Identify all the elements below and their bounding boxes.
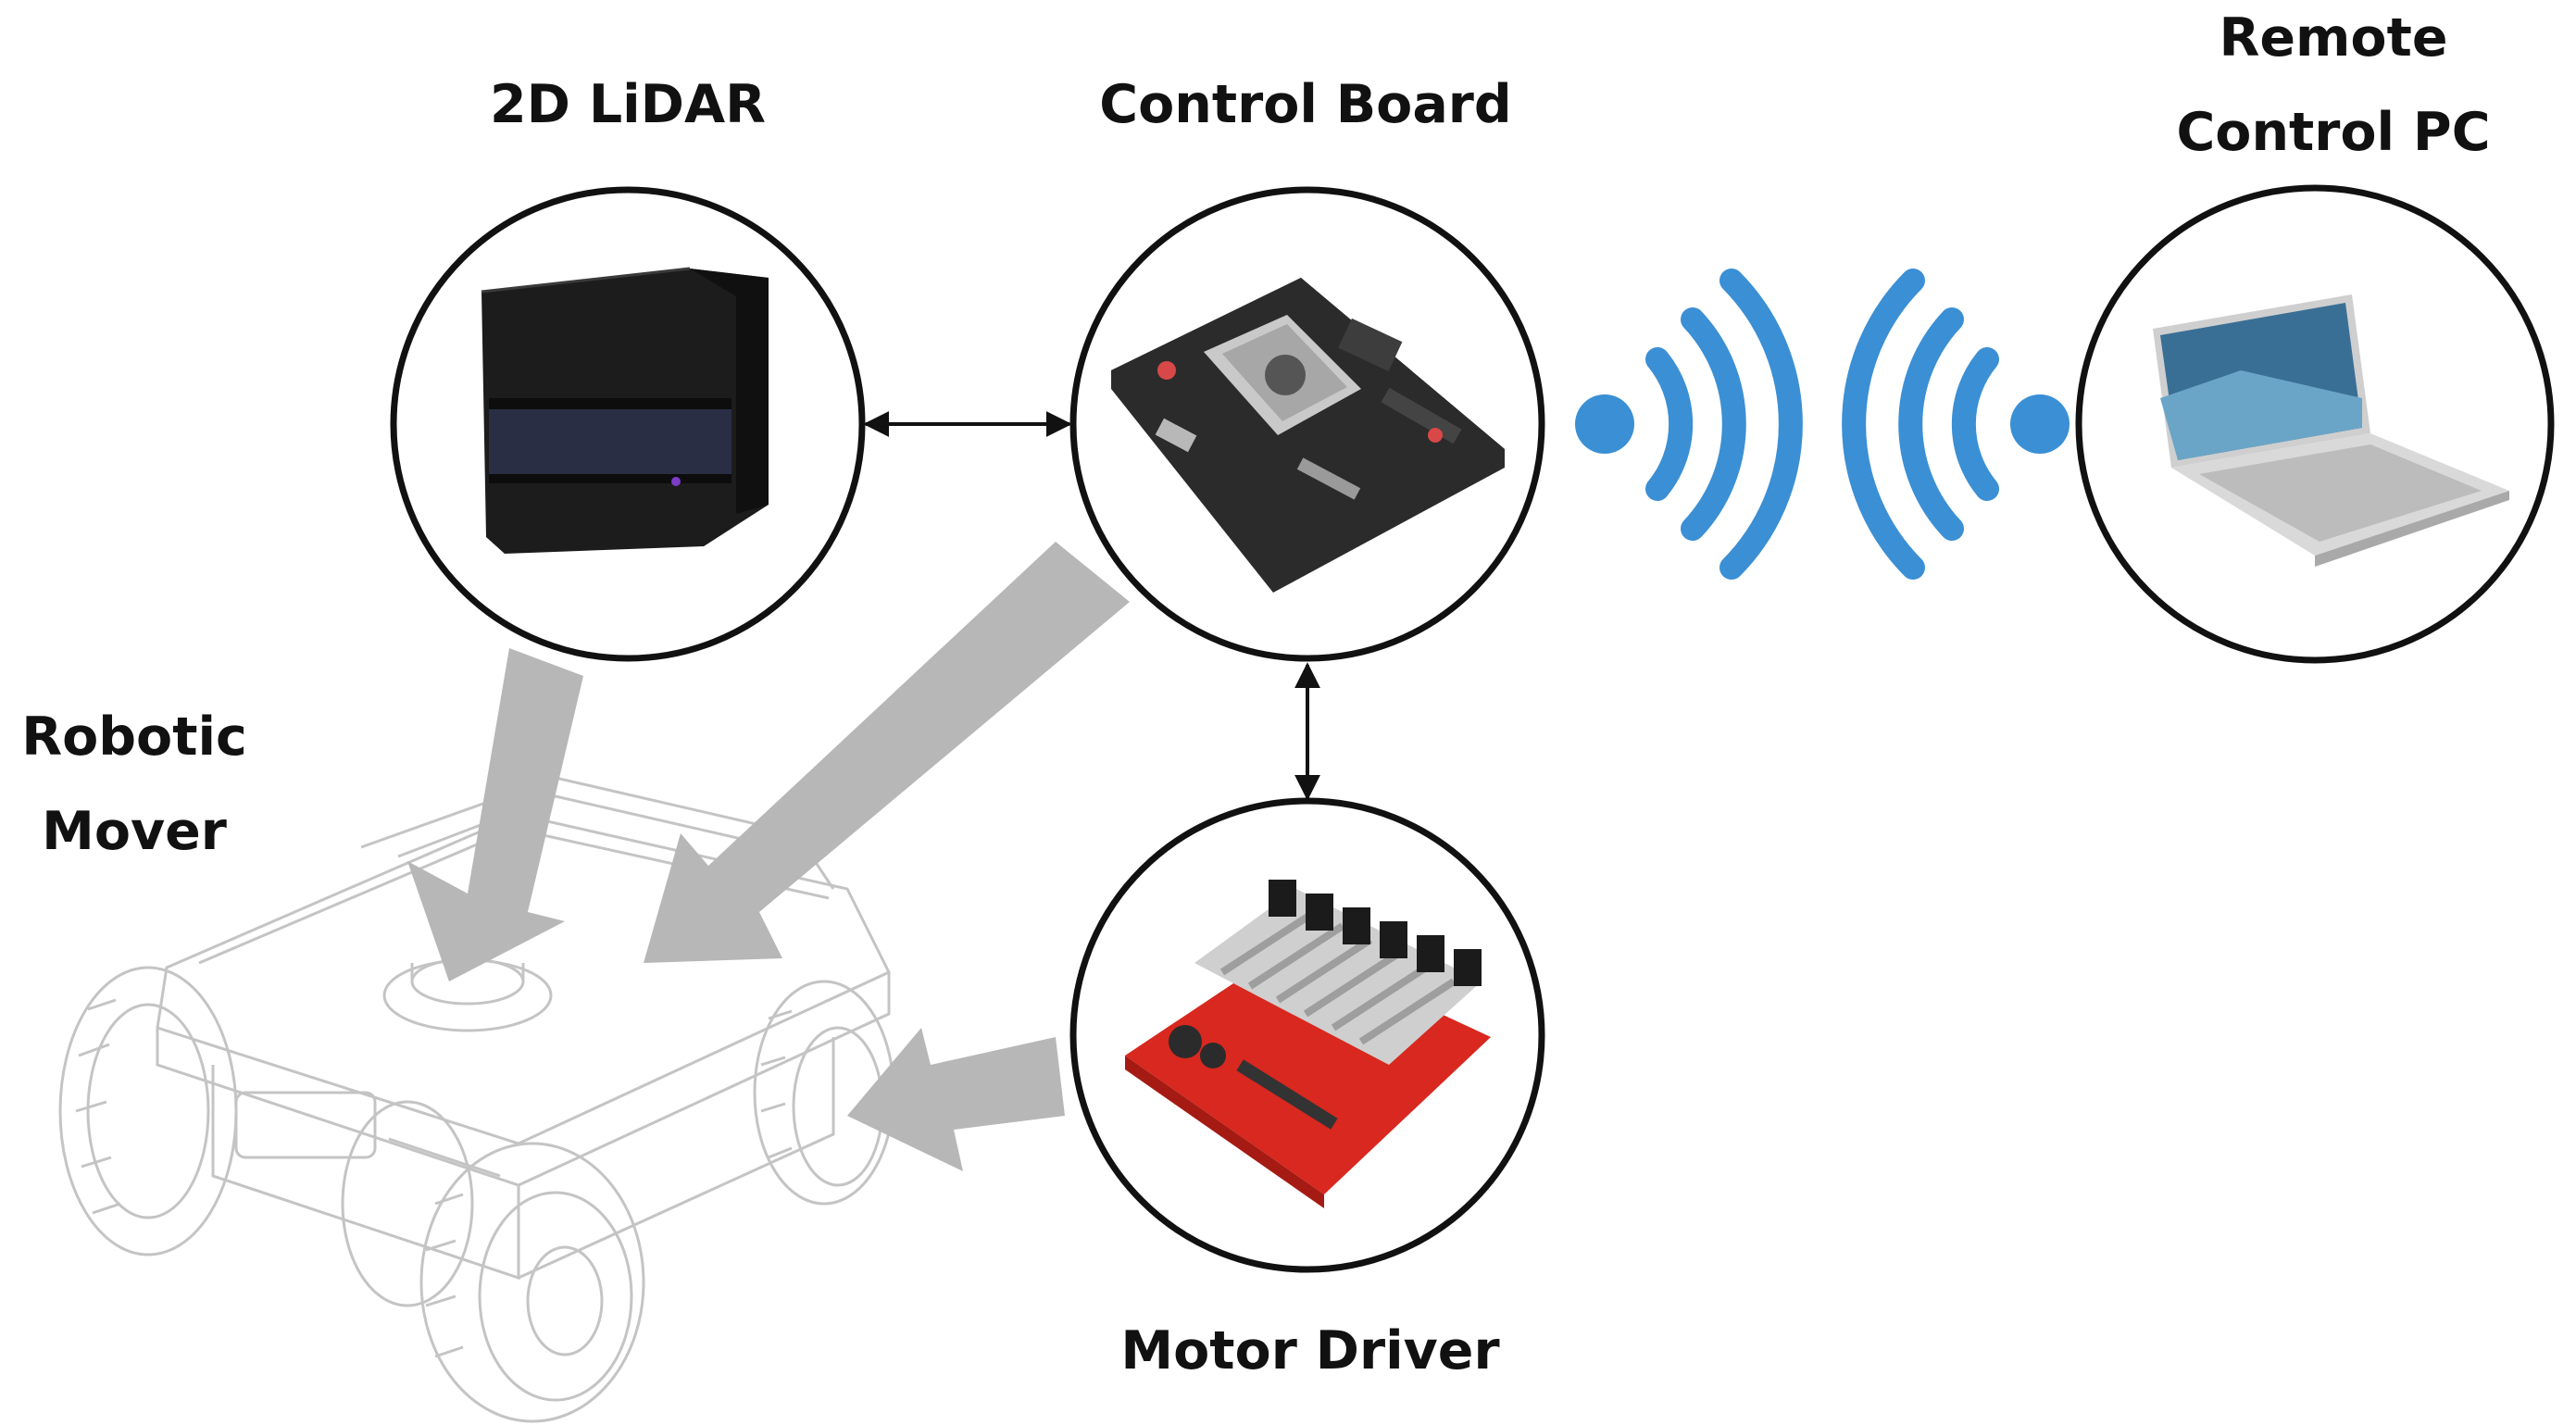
wireless-signal-icon [1575,269,2070,580]
lidar-sensor-icon [481,267,769,554]
motor-driver-board-icon [1125,880,1491,1208]
label-control-board: Control Board [1099,74,1511,135]
lidar-node [390,186,866,662]
control-board-node [1069,186,1545,662]
circuit-board-icon [1111,278,1505,593]
label-robotic-line1: Robotic [21,706,247,768]
label-remote-line2: Control PC [2176,102,2490,163]
laptop-icon [2153,294,2509,567]
label-lidar: 2D LiDAR [490,74,766,135]
motor-driver-node [1069,797,1545,1273]
arrow-driver-to-wheel [847,1028,1065,1171]
arrow-board-to-mover [644,542,1130,963]
robotic-mover-drawing [58,776,895,1423]
label-remote-line1: Remote [2219,7,2447,69]
arrow-lidar-to-mover [407,648,583,981]
label-robotic-line2: Mover [42,801,227,862]
remote-pc-node [2075,184,2555,664]
label-motor-driver: Motor Driver [1120,1320,1499,1381]
gray-arrows [407,542,1130,1171]
